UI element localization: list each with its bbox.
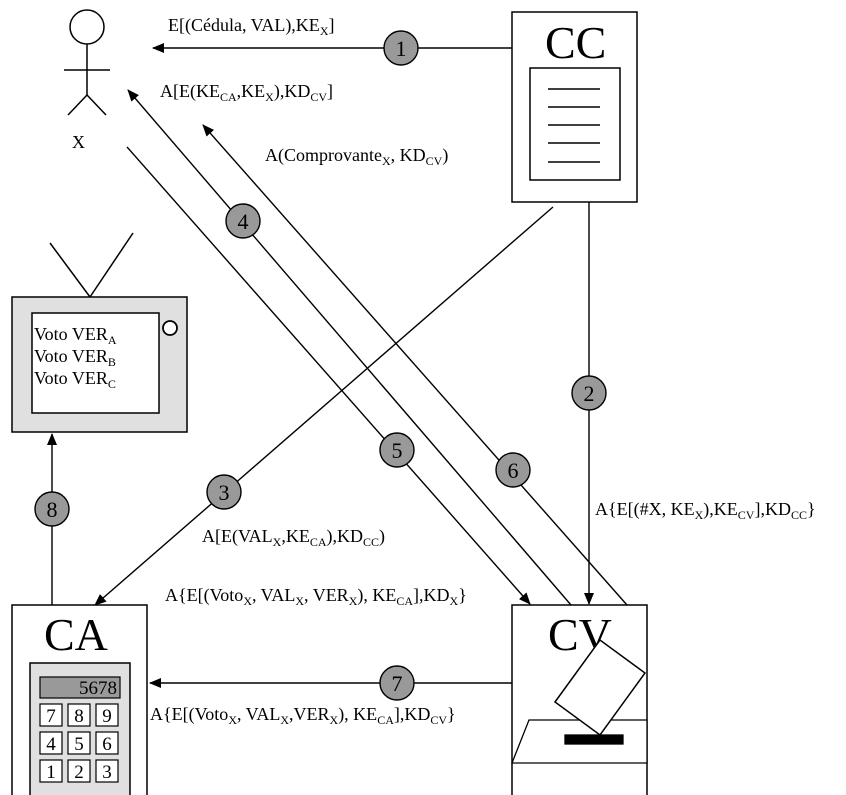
step-7-marker: 7	[379, 665, 415, 701]
step-number: 3	[219, 480, 230, 505]
calculator-key	[67, 703, 91, 727]
calculator-key	[95, 703, 119, 727]
step-4-marker: 4	[225, 203, 261, 239]
step-2-marker: 2	[571, 375, 607, 411]
calculator-display-value: 5678	[79, 678, 117, 699]
calculator-key-label: 3	[102, 762, 112, 783]
tv-screen-text: Voto VERA Voto VERB Voto VERC	[34, 324, 117, 391]
cc-label: CC	[545, 17, 606, 68]
calculator-key-label: 6	[102, 734, 112, 755]
calculator-key	[39, 731, 63, 755]
calculator-key	[95, 731, 119, 755]
step-5-marker: 5	[379, 432, 415, 468]
step-number: 2	[584, 381, 595, 406]
calculator-display	[39, 676, 121, 699]
voter-label: X	[72, 132, 85, 152]
calculator-key-label: 4	[46, 734, 56, 755]
calculator-key-label: 8	[74, 706, 84, 727]
calculator-key-label: 9	[102, 706, 112, 727]
message-2: A{E[(#X, KEX),KECV],KDCC}	[595, 499, 816, 522]
calculator-key	[67, 731, 91, 755]
step-number: 1	[396, 36, 407, 61]
step-3-marker: 3	[206, 474, 242, 510]
calculator-key-label: 7	[46, 706, 56, 727]
arrow-3	[94, 206, 554, 606]
step-6-marker: 6	[495, 452, 531, 488]
voter-icon	[64, 9, 110, 116]
arrow-5	[126, 146, 531, 605]
calculator-key-label: 2	[74, 762, 84, 783]
message-5: A{E[(VotoX, VALX, VERX), KECA],KDX}	[165, 585, 467, 608]
step-1-marker: 1	[383, 30, 419, 66]
arrow-6	[202, 124, 628, 606]
message-7: A{E[(VotoX, VALX,VERX), KECA],KDCV}	[150, 704, 456, 727]
document-icon	[529, 67, 621, 181]
message-1: E[(Cédula, VAL),KEX]	[168, 15, 334, 38]
calculator-key	[67, 759, 91, 783]
message-6: A(ComprovanteX, KDCV)	[265, 145, 448, 168]
step-number: 5	[392, 438, 403, 463]
tv-icon	[11, 232, 188, 433]
message-3: A[E(VALX,KECA),KDCC)	[202, 526, 385, 549]
step-number: 7	[392, 671, 403, 696]
arrow-4	[127, 89, 572, 606]
calculator-key	[39, 703, 63, 727]
step-number: 6	[508, 458, 519, 483]
calculator-key	[95, 759, 119, 783]
tv-line: Voto VERC	[34, 368, 116, 391]
message-4: A[E(KECA,KEX),KDCV]	[160, 81, 333, 104]
step-8-marker: 8	[34, 491, 70, 527]
ca-label: CA	[44, 609, 108, 660]
tv-line: Voto VERA	[34, 324, 117, 347]
calculator-key-label: 5	[74, 734, 84, 755]
step-number: 8	[47, 497, 58, 522]
ballot-box-icon	[511, 638, 648, 764]
tv-line: Voto VERB	[34, 346, 116, 369]
cv-box: CV	[511, 604, 648, 795]
step-number: 4	[238, 209, 249, 234]
calculator-key	[39, 759, 63, 783]
connections	[47, 43, 628, 688]
message-labels: E[(Cédula, VAL),KEX] A[E(KECA,KEX),KDCV]…	[150, 15, 816, 727]
calculator-key-label: 1	[46, 762, 56, 783]
cc-box: CC	[511, 11, 638, 203]
